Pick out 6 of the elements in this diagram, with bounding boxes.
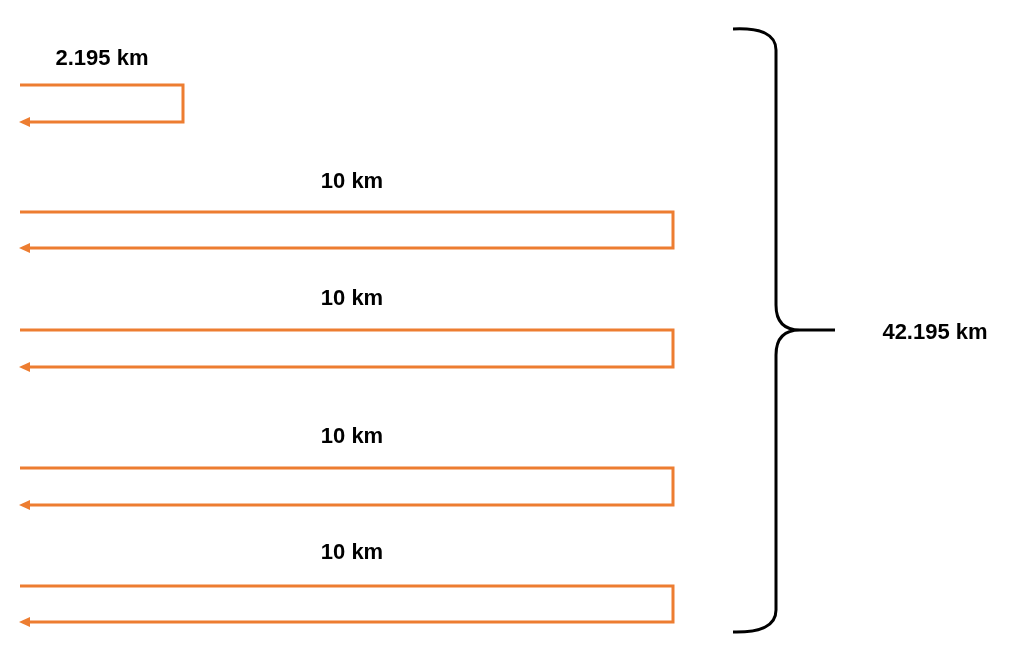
distance-label: 10 km	[320, 425, 384, 447]
total-distance-label: 42.195 km	[882, 321, 988, 343]
distance-label: 2.195 km	[55, 47, 149, 69]
distance-label: 10 km	[320, 287, 384, 309]
distance-label: 10 km	[320, 170, 384, 192]
distance-label: 10 km	[320, 541, 384, 563]
